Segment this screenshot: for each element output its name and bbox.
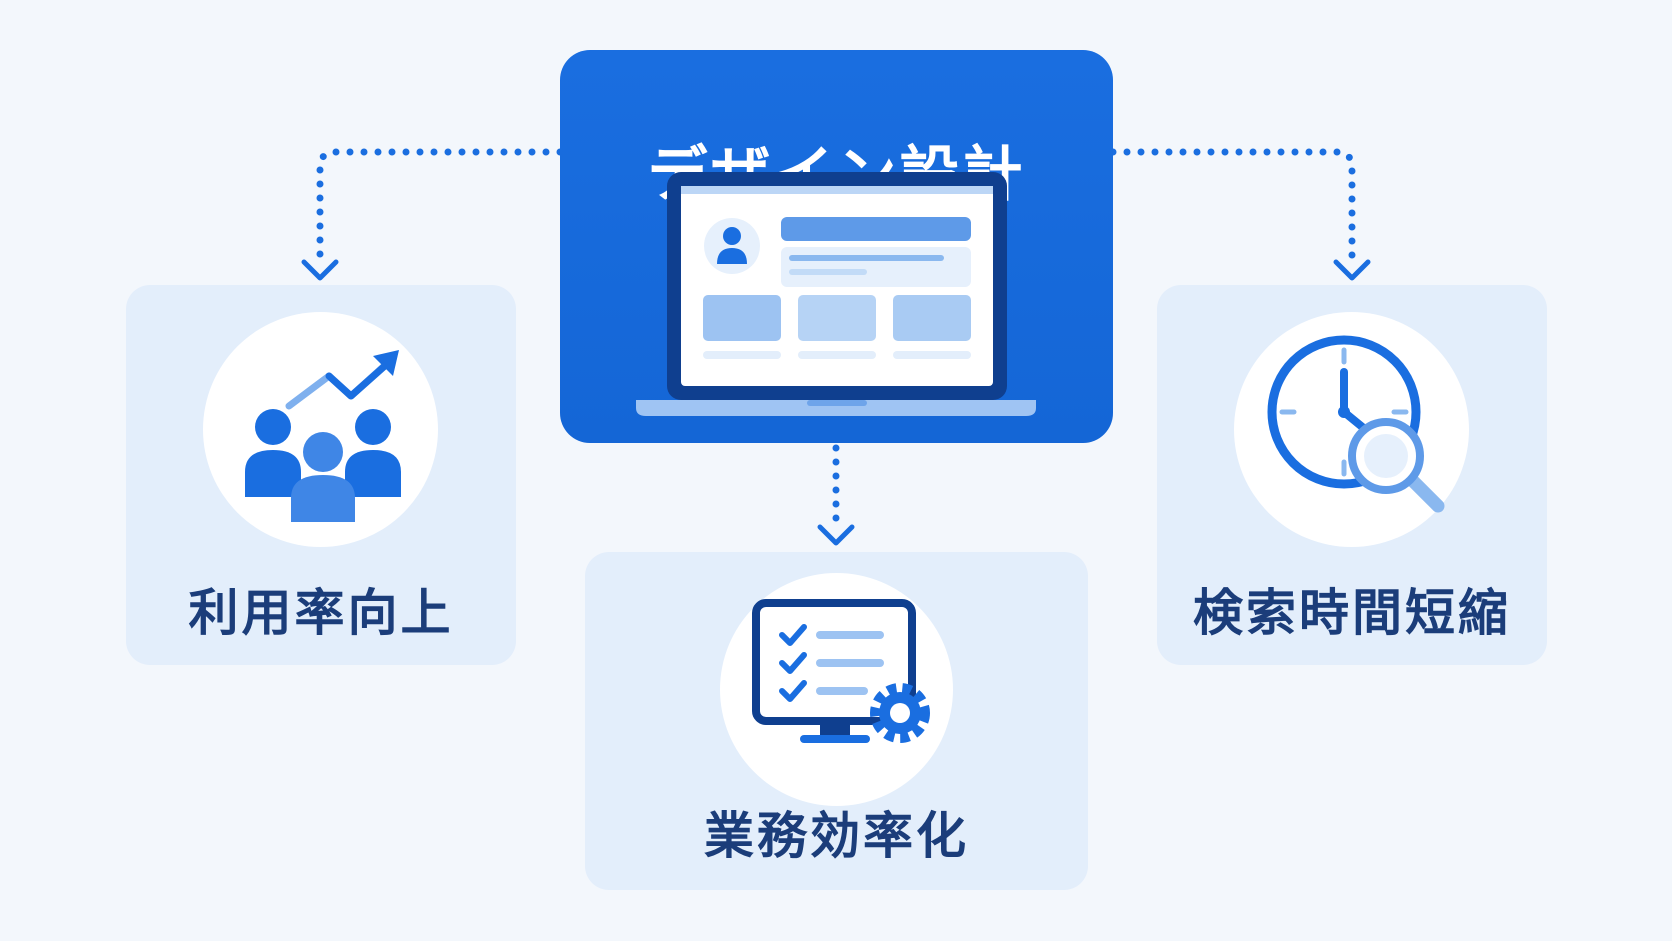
laptop-ui-icon: [636, 172, 1036, 416]
outcome-card-search: 検索時間短縮: [1157, 285, 1547, 665]
outcome-label-search: 検索時間短縮: [1193, 584, 1511, 642]
users-growth-icon: [245, 350, 401, 522]
outcome-label-usage: 利用率向上: [188, 584, 454, 642]
icon-circle: [203, 312, 438, 547]
icon-circle: [1234, 312, 1469, 547]
outcome-label-efficiency: 業務効率化: [704, 807, 969, 865]
outcome-card-efficiency: 業務効率化: [585, 552, 1088, 890]
connector-right: [1109, 148, 1356, 262]
arrowhead-right: [1333, 259, 1371, 281]
monitor-checklist-gear-icon: [752, 599, 930, 743]
clock-search-icon: [1267, 335, 1445, 513]
connector-left: [316, 148, 564, 262]
arrowhead-bottom: [817, 524, 855, 546]
icon-circle: [720, 573, 953, 806]
arrowhead-left: [301, 259, 339, 281]
outcome-card-usage: 利用率向上: [126, 285, 516, 665]
design-card: デザイン設計: [560, 50, 1113, 443]
